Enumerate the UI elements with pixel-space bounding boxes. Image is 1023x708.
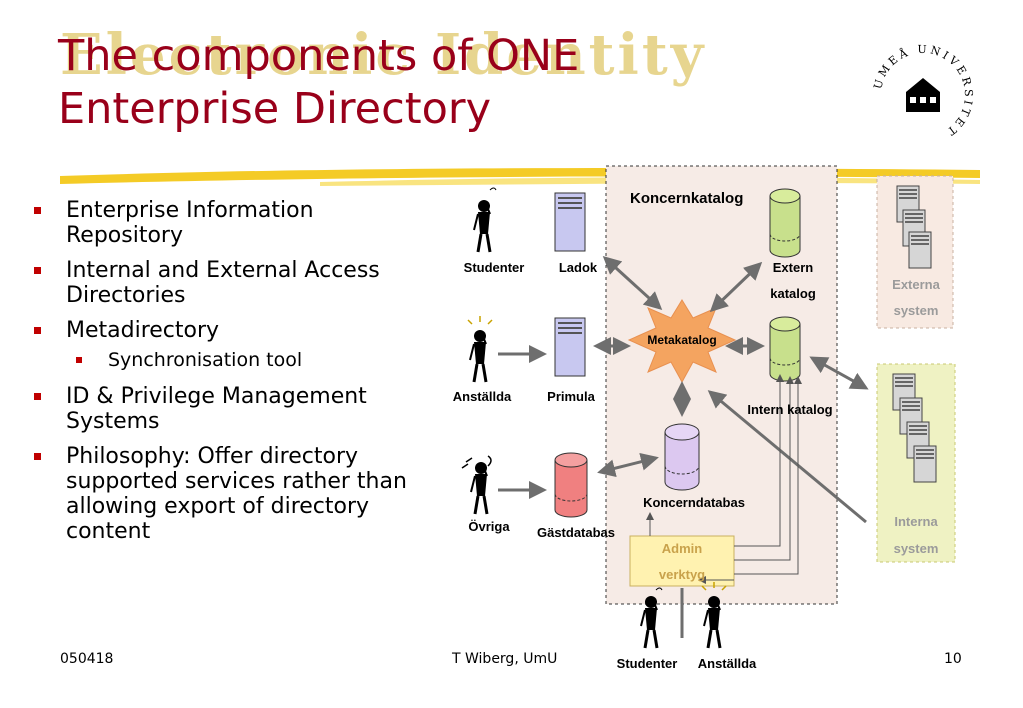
admin-verktyg-box [629, 535, 735, 587]
primula-server-icon [554, 317, 586, 377]
page-number: 10 [944, 651, 962, 667]
bullet-list: Enterprise Information Repository Intern… [30, 198, 430, 554]
koncerndatabas-label: Koncerndatabas [643, 495, 745, 510]
admin-verktyg-label-1: Admin [661, 541, 703, 556]
footer-date: 050418 [60, 651, 114, 667]
ladok-server-icon [554, 192, 586, 252]
interna-system-label-2: system [893, 541, 939, 556]
bottom-studenter-label: Studenter [616, 656, 678, 671]
externa-system-label-1: Externa [892, 277, 940, 292]
anstallda-label: Anställda [452, 389, 512, 404]
koncerndatabas-cylinder [664, 423, 700, 491]
ovriga-person-icon [469, 460, 489, 516]
title-line-1: The components of ONE [58, 31, 580, 81]
extern-katalog-label-2: katalog [770, 286, 816, 301]
footer-author: T Wiberg, UmU [452, 651, 558, 667]
interna-system-label-1: Interna [894, 514, 938, 529]
koncernkatalog-label: Koncernkatalog [630, 190, 744, 207]
primula-label: Primula [547, 389, 595, 404]
studenter-label: Studenter [463, 260, 525, 275]
externa-system-label-2: system [893, 303, 939, 318]
university-building-icon [906, 78, 940, 112]
intern-katalog-label: Intern katalog [747, 402, 833, 417]
bottom-anstallda-label: Anställda [697, 656, 757, 671]
page-title: The components of ONE Enterprise Directo… [58, 30, 579, 136]
bullet-item: Philosophy: Offer directory supported se… [30, 444, 430, 544]
bullet-item: Metadirectory [30, 318, 430, 343]
extern-katalog-cylinder [769, 188, 801, 258]
bullet-item: ID & Privilege Management Systems [30, 384, 430, 434]
gastdatabas-label: Gästdatabas [536, 525, 616, 540]
bullet-item: Enterprise Information Repository [30, 198, 430, 248]
gastdatabas-cylinder [554, 452, 588, 518]
extern-katalog-label-1: Extern [772, 260, 814, 275]
idea-spark-icon [467, 316, 727, 591]
title-line-2: Enterprise Directory [58, 84, 492, 134]
ghost-title: Electronic Identity [60, 22, 707, 88]
sub-bullet-item: Synchronisation tool [30, 349, 430, 372]
university-logo: UMEÅ UNIVERSITET [871, 43, 972, 140]
thinking-mark-icon [489, 187, 663, 591]
studenter-person-icon [472, 198, 492, 254]
bullet-item: Internal and External Access Directories [30, 258, 430, 308]
ladok-label: Ladok [558, 260, 598, 275]
ovriga-label: Övriga [468, 519, 510, 534]
anstallda-person-icon [468, 328, 488, 384]
metakatalog-label: Metakatalog [647, 333, 717, 347]
admin-verktyg-label-2: verktyg [658, 567, 706, 582]
confused-mark-icon [461, 455, 492, 469]
intern-katalog-cylinder [769, 316, 801, 382]
